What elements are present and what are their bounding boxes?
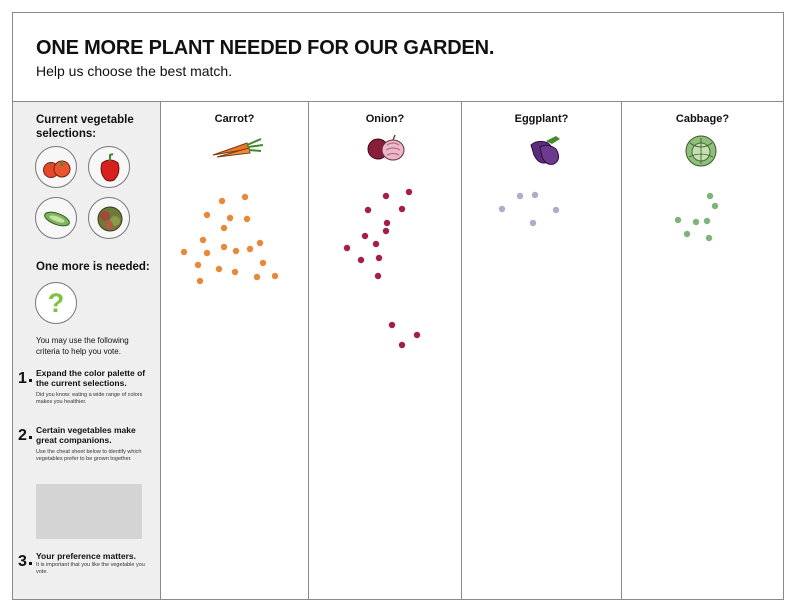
one-more-needed-label: One more is needed: xyxy=(36,261,150,273)
onion-icon xyxy=(367,134,405,161)
sidebar: Current vegetable selections: xyxy=(13,102,160,599)
current-selection-cucumber xyxy=(35,197,77,239)
criterion-title: Expand the color palette of the current … xyxy=(36,368,146,388)
cabbage-icon xyxy=(685,135,717,167)
option-column-onion[interactable]: Onion? xyxy=(308,102,461,599)
page-title: ONE MORE PLANT NEEDED FOR OUR GARDEN. xyxy=(36,37,495,59)
criterion-number: 3 xyxy=(18,553,27,570)
criteria-intro: You may use the following criteria to he… xyxy=(36,336,129,356)
question-mark-icon: ? xyxy=(35,282,77,324)
current-selection-lettuce xyxy=(88,197,130,239)
pepper-icon xyxy=(100,153,120,182)
criterion-number: 1 xyxy=(18,370,27,387)
voting-board: ONE MORE PLANT NEEDED FOR OUR GARDEN. He… xyxy=(12,12,784,600)
criterion-note: Did you know: eating a wide range of col… xyxy=(36,392,143,405)
criterion-title: Your preference matters. xyxy=(36,551,136,561)
option-label: Carrot? xyxy=(214,113,255,125)
criterion-title: Certain vegetables make great companions… xyxy=(36,425,136,445)
cucumber-icon xyxy=(44,211,70,227)
criterion-note: It is important that you like the vegeta… xyxy=(36,562,145,575)
current-selections-label: Current vegetable selections: xyxy=(36,114,134,140)
header: ONE MORE PLANT NEEDED FOR OUR GARDEN. He… xyxy=(13,13,783,102)
option-label: Eggplant? xyxy=(514,113,569,125)
option-column-cabbage[interactable]: Cabbage? xyxy=(621,102,783,599)
current-selection-tomato xyxy=(35,146,77,188)
criterion-bullet xyxy=(29,436,32,439)
criterion-bullet xyxy=(29,562,32,565)
carrot-icon xyxy=(212,138,264,158)
option-column-eggplant[interactable]: Eggplant? xyxy=(461,102,621,599)
tomato-icon xyxy=(43,160,71,178)
criterion-number: 2 xyxy=(18,427,27,444)
eggplant-icon xyxy=(530,136,560,165)
criterion-bullet xyxy=(29,379,32,382)
option-column-carrot[interactable]: Carrot? xyxy=(160,102,308,599)
criterion-note: Use the cheat sheet below to identify wh… xyxy=(36,449,142,462)
option-label: Cabbage? xyxy=(675,113,730,125)
page-subtitle: Help us choose the best match. xyxy=(36,63,233,79)
current-selection-pepper xyxy=(88,146,130,188)
option-label: Onion? xyxy=(365,113,405,125)
cheat-sheet-placeholder xyxy=(36,484,142,539)
lettuce-icon xyxy=(97,206,123,232)
